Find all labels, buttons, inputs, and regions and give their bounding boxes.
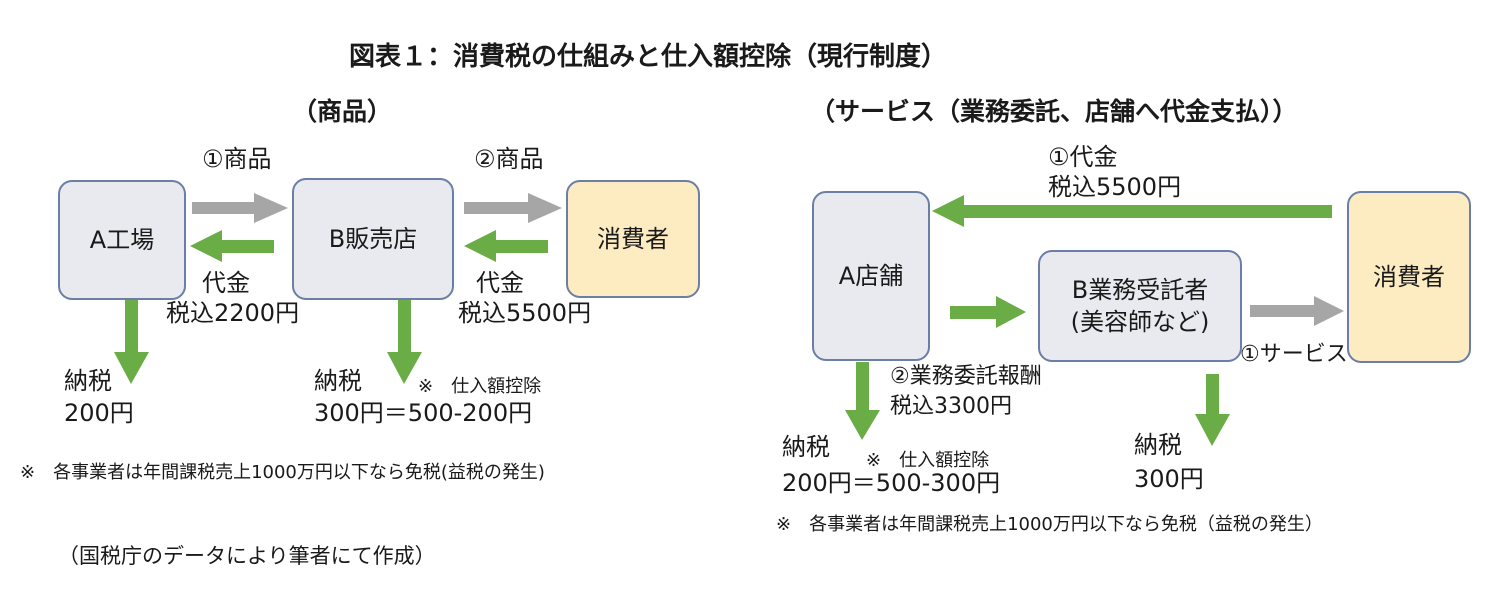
pay-bc-label-1: 代金 — [476, 269, 524, 297]
deduction-note-left: ※ 仕入額控除 — [418, 376, 542, 397]
commission-label-2: 税込3300円 — [890, 394, 1012, 419]
service-label: ①サービス — [1240, 342, 1348, 367]
right-pay-label-1: ①代金 — [1048, 143, 1118, 171]
gray-arrow-a-to-b — [192, 193, 288, 223]
right-tax-b-label-1: 納税 — [1134, 431, 1182, 459]
green-arrow-b-to-a — [190, 230, 274, 262]
green-arrow-tax-b-contractor — [1195, 374, 1230, 446]
green-arrow-tax-a-store — [845, 362, 880, 440]
box-b-retailer-label: B販売店 — [328, 225, 418, 253]
gray-arrow-b-to-consumer-service — [1250, 296, 1344, 326]
commission-label-1: ②業務委託報酬 — [890, 364, 1042, 389]
right-pay-label-2: 税込5500円 — [1048, 173, 1182, 201]
box-b-contractor-label-1: B業務受託者 — [1071, 276, 1209, 304]
tax-a-label-2: 200円 — [64, 399, 134, 427]
green-arrow-tax-b — [387, 300, 422, 384]
flow2-label: ②商品 — [474, 145, 544, 173]
box-a-factory: A工場 — [58, 180, 186, 300]
right-tax-a-label-1: 納税 — [782, 433, 830, 461]
gray-arrow-b-to-consumer — [464, 193, 562, 223]
tax-b-label-1: 納税 — [314, 367, 362, 395]
green-arrow-consumer-to-a-store — [932, 195, 1332, 227]
box-a-factory-label: A工場 — [89, 226, 155, 254]
source-note: （国税庁のデータにより筆者にて作成） — [58, 544, 436, 568]
left-heading: （商品） — [292, 97, 393, 126]
right-tax-a-label-2: 200円＝500-300円 — [782, 469, 1001, 497]
right-tax-b-label-2: 300円 — [1134, 465, 1204, 493]
tax-a-label-1: 納税 — [64, 367, 112, 395]
pay-ab-label-1: 代金 — [202, 269, 250, 297]
box-consumer-right-label: 消費者 — [1373, 263, 1445, 291]
footnote-left: ※ 各事業者は年間課税売上1000万円以下なら免税(益税の発生) — [20, 462, 545, 483]
box-consumer-left-label: 消費者 — [597, 225, 669, 253]
box-a-store: A店舗 — [812, 191, 930, 361]
deduction-note-right: ※ 仕入額控除 — [866, 450, 990, 471]
box-consumer-right: 消費者 — [1347, 191, 1471, 363]
flow1-label: ①商品 — [202, 145, 272, 173]
box-a-store-label: A店舗 — [838, 262, 904, 290]
green-arrow-consumer-to-b — [464, 230, 548, 262]
box-consumer-left: 消費者 — [566, 180, 700, 298]
box-b-contractor-label-2: (美容師など) — [1070, 308, 1210, 336]
right-heading: （サービス（業務委託、店舗へ代金支払）） — [810, 97, 1298, 126]
pay-bc-label-2: 税込5500円 — [458, 299, 592, 327]
tax-b-label-2: 300円＝500-200円 — [314, 399, 533, 427]
footnote-right: ※ 各事業者は年間課税売上1000万円以下なら免税（益税の発生） — [776, 514, 1323, 535]
green-arrow-tax-a — [114, 300, 149, 384]
box-b-retailer: B販売店 — [292, 178, 454, 300]
green-arrow-a-store-to-b — [950, 296, 1026, 328]
box-b-contractor: B業務受託者 (美容師など) — [1038, 250, 1242, 362]
figure-title: 図表１：消費税の仕組みと仕入額控除（現行制度） — [349, 42, 948, 72]
pay-ab-label-2: 税込2200円 — [166, 299, 300, 327]
